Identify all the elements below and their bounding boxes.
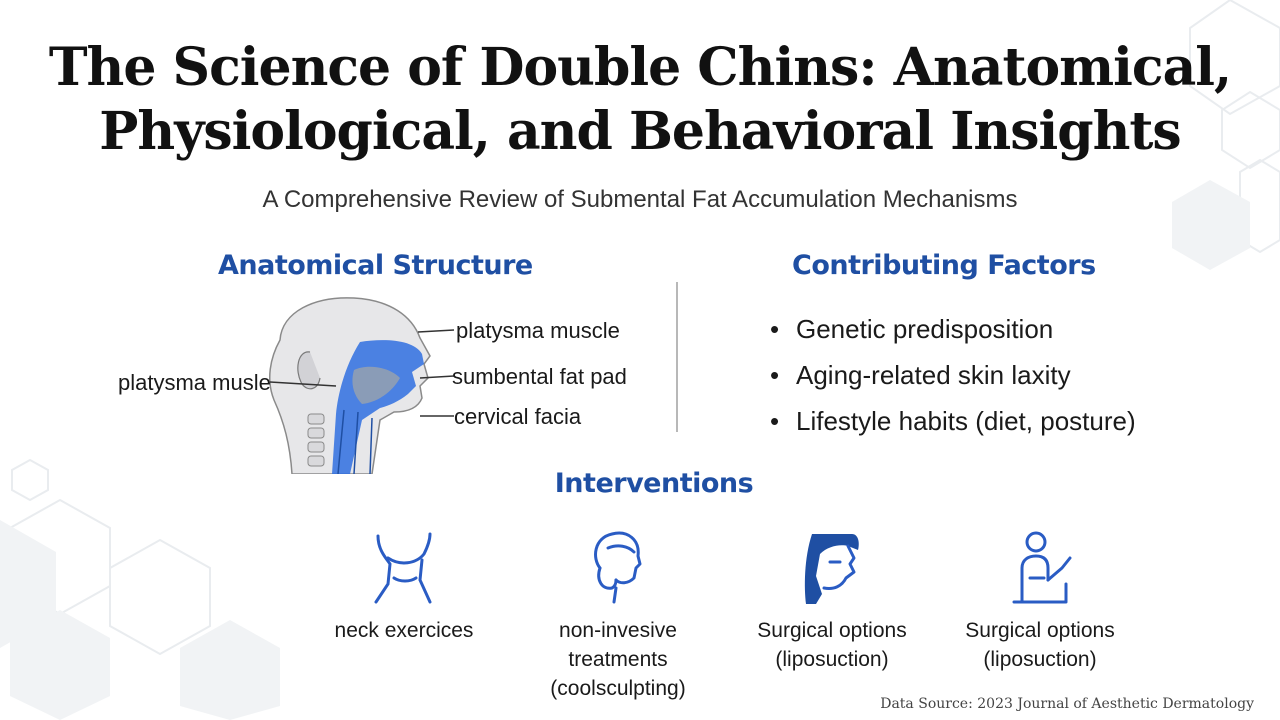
intervention-surgical-1: Surgical options (liposuction) xyxy=(712,528,952,674)
intervention-non-invasive: non-invesive treatments (coolsculpting) xyxy=(498,528,738,703)
factors-heading: Contributing Factors xyxy=(792,250,1096,281)
person-seated-icon xyxy=(1012,531,1072,604)
label-cervical-fascia: cervical facia xyxy=(454,404,582,429)
intervention-caption: Surgical options (liposuction) xyxy=(757,619,907,671)
label-platysma-muscle: platysma muscle xyxy=(456,318,620,343)
list-item: •Aging-related skin laxity xyxy=(770,360,1071,390)
head-anatomy-illustration xyxy=(269,297,431,474)
anatomy-heading: Anatomical Structure xyxy=(218,250,533,281)
section-divider xyxy=(676,282,678,432)
woman-profile-icon xyxy=(594,531,642,604)
face-profile-icon xyxy=(804,534,859,604)
data-source-note: Data Source: 2023 Journal of Aesthetic D… xyxy=(880,696,1254,712)
title-line-2: Physiological, and Behavioral Insights xyxy=(99,101,1181,162)
intervention-surgical-2: Surgical options (liposuction) xyxy=(920,528,1160,674)
page-title: The Science of Double Chins: Anatomical,… xyxy=(0,36,1280,164)
intervention-neck-exercises: neck exercices xyxy=(284,528,524,645)
title-line-1: The Science of Double Chins: Anatomical, xyxy=(48,37,1232,98)
intervention-caption: neck exercices xyxy=(334,619,474,642)
neck-outline-icon xyxy=(374,532,432,604)
intervention-caption: non-invesive treatments (coolsculpting) xyxy=(550,619,686,700)
anatomy-leader-lines xyxy=(269,329,455,417)
page-subtitle: A Comprehensive Review of Submental Fat … xyxy=(262,186,1018,213)
label-platysma-muscle-left: platysma musle xyxy=(118,370,271,395)
intervention-caption: Surgical options (liposuction) xyxy=(965,619,1115,671)
list-item: •Lifestyle habits (diet, posture) xyxy=(770,406,1136,436)
label-submental-fat-pad: sumbental fat pad xyxy=(452,364,627,389)
factors-list: •Genetic predisposition •Aging-related s… xyxy=(770,306,1136,444)
interventions-heading: Interventions xyxy=(554,468,754,499)
list-item: •Genetic predisposition xyxy=(770,314,1054,344)
